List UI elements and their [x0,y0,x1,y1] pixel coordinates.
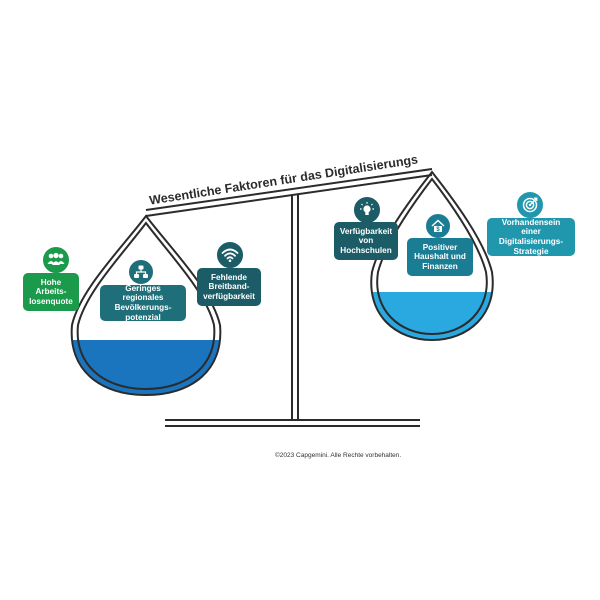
people-group-icon [41,245,71,275]
svg-text:$: $ [436,227,440,233]
scale-beam [145,168,433,217]
factor-badge-low-population: Geringes regionales Bevölkerungs- potenz… [100,284,186,322]
factor-badge-positive-finances: Positiver Haushalt und Finanzen [407,238,473,276]
scale-base [165,419,420,427]
diagram-title: Wesentliche Faktoren für das Digitalisie… [0,0,419,208]
factor-badge-high-unemployment: Hohe Arbeits- losenquote [23,273,79,311]
factor-badge-digital-strategy: Vorhandensein einer Digitalisierungs- St… [487,218,575,256]
lightbulb-icon [352,195,382,225]
copyright-notice: ©2023 Capgemini. Alle Rechte vorbehalten… [275,452,402,459]
house-money-icon: $ [424,212,452,240]
factor-badge-university-availability: Verfügbarkeit von Hochschulen [334,222,398,260]
target-icon [515,190,545,220]
scale-post [291,195,299,420]
factor-badge-missing-broadband: Fehlende Breitband- verfügbarkeit [197,268,261,306]
population-network-icon [127,258,155,286]
right-pan-water [371,292,493,340]
wifi-icon [215,240,245,270]
